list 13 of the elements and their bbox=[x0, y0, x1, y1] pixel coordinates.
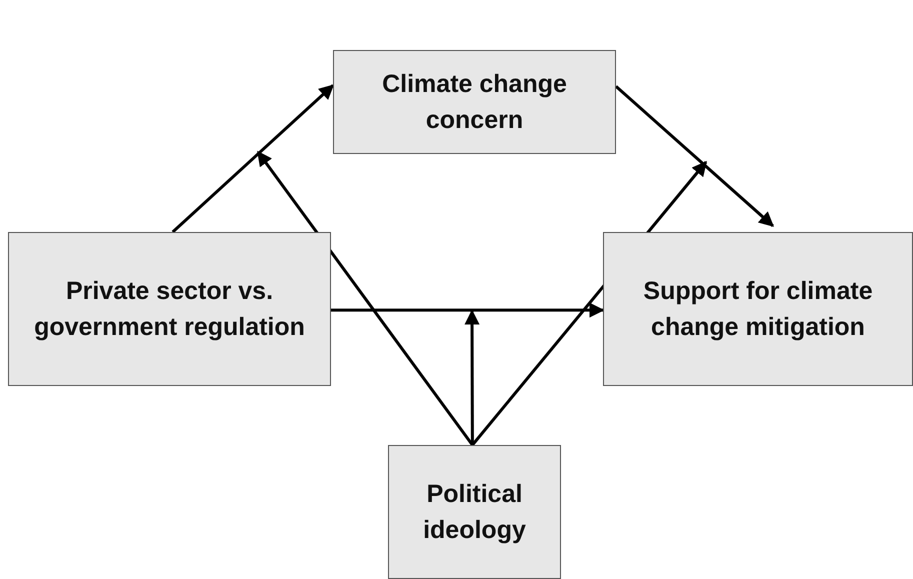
variable-box bbox=[388, 445, 561, 579]
arrow bbox=[464, 310, 480, 445]
arrow bbox=[256, 150, 474, 446]
arrow bbox=[172, 84, 334, 234]
variable-label: Support for climate change mitigation bbox=[642, 276, 874, 343]
variable-box bbox=[333, 50, 616, 154]
variable-label: Climate change concern bbox=[381, 68, 568, 136]
variable-label: Political ideology bbox=[422, 478, 527, 546]
variable-box bbox=[8, 232, 331, 386]
variable-label: Private sector vs. government regulation bbox=[33, 276, 306, 343]
arrow bbox=[615, 85, 774, 227]
arrow bbox=[331, 302, 604, 318]
variable-box bbox=[603, 232, 913, 386]
